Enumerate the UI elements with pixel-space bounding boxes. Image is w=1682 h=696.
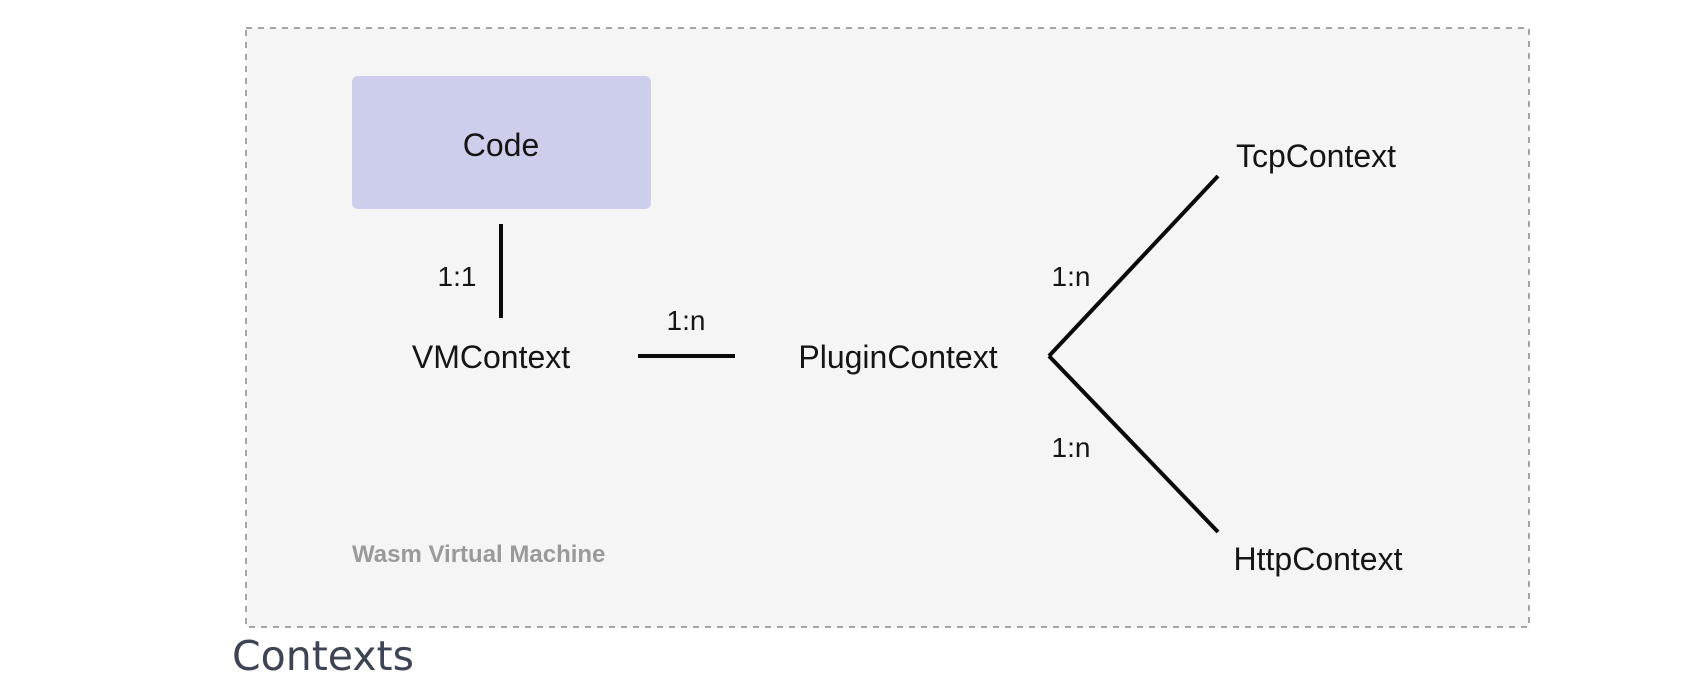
vm-plugin-cardinality: 1:n <box>667 305 706 336</box>
plugin-context-label: PluginContext <box>798 339 997 375</box>
code-label: Code <box>463 127 540 163</box>
plugin-tcp-cardinality: 1:n <box>1052 261 1091 292</box>
code-box <box>352 76 651 209</box>
tcp-context-label: TcpContext <box>1236 138 1396 174</box>
http-context-label: HttpContext <box>1234 541 1403 577</box>
wasm-vm-label: Wasm Virtual Machine <box>352 541 605 568</box>
plugin-tcp-connector <box>1047 174 1220 358</box>
figure-caption: Contexts <box>232 632 414 680</box>
plugin-http-connector <box>1047 354 1220 534</box>
plugin-http-cardinality: 1:n <box>1052 432 1091 463</box>
vm-context-label: VMContext <box>412 339 570 375</box>
code-vm-cardinality: 1:1 <box>438 261 477 292</box>
